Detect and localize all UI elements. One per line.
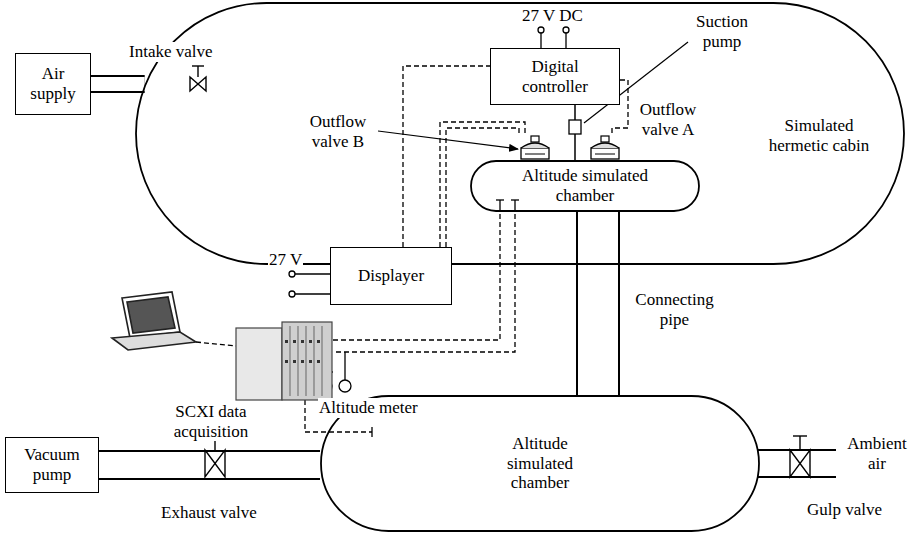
wire-connector	[403, 66, 490, 247]
power-terminal	[538, 27, 569, 48]
node-label: Altitude simulated chamber	[510, 166, 660, 205]
cabin-outline: Simulated hermetic cabin Digital controll…	[135, 2, 905, 265]
outflow-valve	[521, 136, 549, 159]
part-label: SCXI data acquisition	[160, 402, 262, 441]
part-label: 27 V	[268, 250, 303, 270]
suction-pump	[569, 120, 581, 134]
valve-symbol	[790, 436, 810, 477]
edge-label: Intake valve	[128, 42, 214, 62]
ambient-pipe	[758, 450, 836, 477]
leader-line	[378, 131, 518, 149]
node-label: Simulated hermetic cabin	[760, 116, 878, 155]
node-label: Vacuum pump	[12, 445, 92, 484]
part-label: Ambient air	[842, 434, 912, 473]
part-label: Gulp valve	[806, 500, 883, 520]
part-label: Suction pump	[690, 12, 754, 51]
laptop-icon	[112, 292, 196, 350]
part-label: Outflow valve A	[634, 100, 702, 139]
power-terminal	[289, 271, 330, 297]
edge-label: Connecting pipe	[626, 290, 723, 329]
node-label: Digital controller	[505, 57, 605, 96]
node-label: Altitude simulated chamber	[495, 434, 585, 493]
part-label: Outflow valve B	[300, 112, 376, 151]
scxi-chassis	[236, 322, 332, 400]
outflow-valve	[591, 136, 619, 159]
pipe-connector	[598, 212, 599, 395]
node-label: Displayer	[358, 266, 424, 286]
node-label: Air supply	[22, 64, 84, 103]
chamber-outline: Altitude simulated chamber	[470, 160, 700, 212]
pump-box: Vacuum pump	[5, 437, 99, 493]
displayer-box: Displayer	[330, 247, 452, 305]
edge-label: Exhaust valve	[160, 503, 258, 523]
part-label: Altitude meter	[318, 398, 419, 418]
part-label: 27 V DC	[521, 6, 584, 26]
supply-box: Air supply	[15, 53, 91, 115]
pipe-connector	[91, 84, 145, 85]
controller-box: Digital controller	[490, 48, 620, 105]
signal-wire	[196, 80, 628, 432]
